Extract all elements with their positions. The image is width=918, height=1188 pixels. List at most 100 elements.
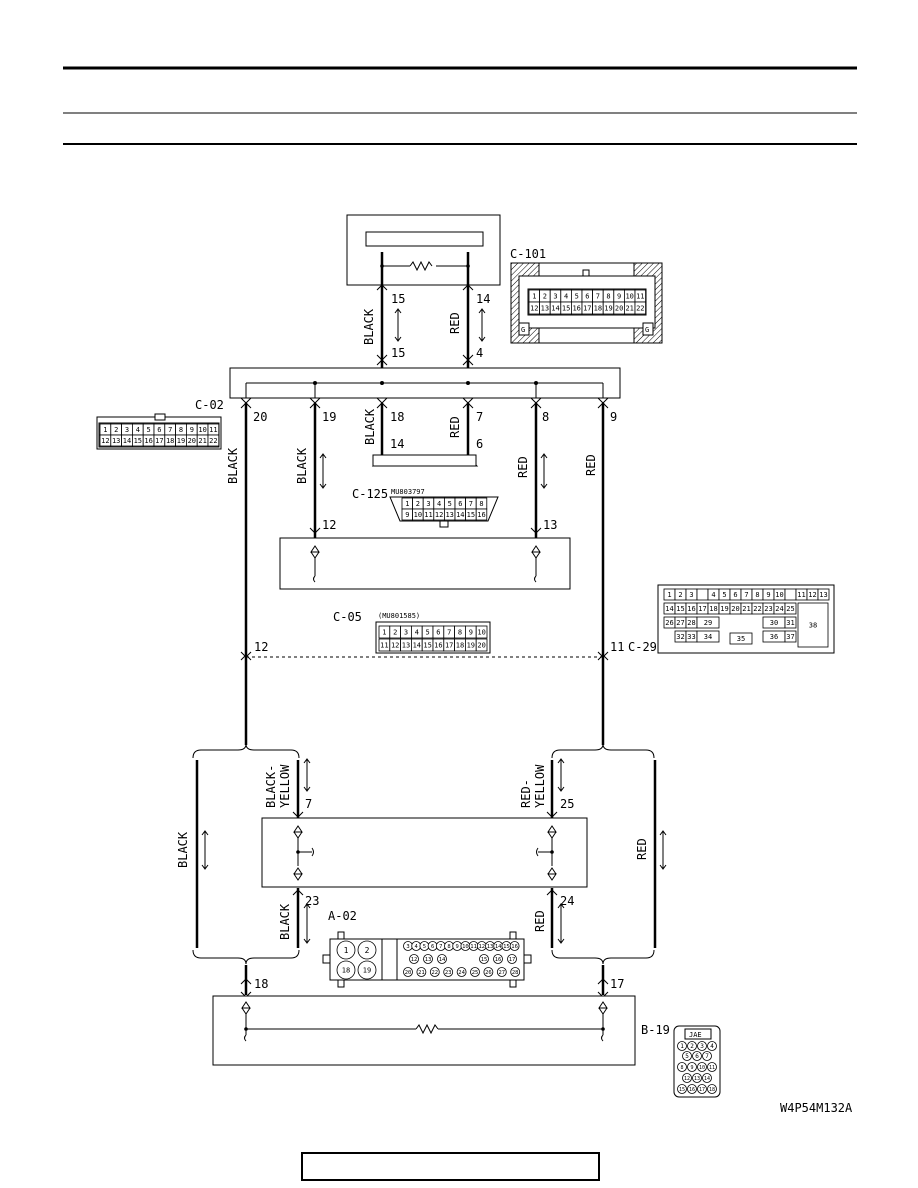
svg-text:9: 9 xyxy=(617,292,621,300)
pin-label: 15 xyxy=(391,346,405,360)
connector-label: A-02 xyxy=(328,909,357,923)
svg-text:10: 10 xyxy=(477,628,485,636)
svg-text:3: 3 xyxy=(689,591,693,599)
middle-component xyxy=(279,537,571,590)
svg-text:8: 8 xyxy=(479,500,483,508)
pin-label: 18 xyxy=(390,410,404,424)
svg-text:2: 2 xyxy=(114,426,118,434)
svg-text:10: 10 xyxy=(198,426,206,434)
footer-box xyxy=(301,1152,600,1181)
c125-wires xyxy=(371,403,479,467)
wire-color-red: RED xyxy=(635,838,649,860)
svg-text:35: 35 xyxy=(737,635,745,643)
svg-text:18: 18 xyxy=(709,605,717,613)
wire-color-black-yellow: BLACK- xyxy=(264,765,278,808)
svg-text:15: 15 xyxy=(423,641,431,649)
svg-text:G: G xyxy=(645,326,649,334)
svg-text:36: 36 xyxy=(770,633,778,641)
wire-color-black: BLACK xyxy=(176,831,190,868)
top-component xyxy=(346,214,501,286)
svg-text:14: 14 xyxy=(704,1076,710,1082)
wire-color-red: RED xyxy=(448,312,462,334)
svg-text:12: 12 xyxy=(391,641,399,649)
svg-text:19: 19 xyxy=(177,437,185,445)
svg-text:16: 16 xyxy=(495,957,502,963)
pin-label: 25 xyxy=(560,797,574,811)
pin-label: 6 xyxy=(476,437,483,451)
pin-label: 14 xyxy=(476,292,490,306)
svg-text:1: 1 xyxy=(382,628,386,636)
svg-text:13: 13 xyxy=(445,511,453,519)
svg-text:21: 21 xyxy=(625,304,633,312)
svg-text:4: 4 xyxy=(711,591,715,599)
svg-text:7: 7 xyxy=(439,944,442,950)
svg-text:11: 11 xyxy=(470,944,477,950)
wire-color-part: YELLOW xyxy=(533,764,547,808)
svg-text:28: 28 xyxy=(687,619,695,627)
svg-text:28: 28 xyxy=(512,970,519,976)
wire-color-part: YELLOW xyxy=(278,764,292,808)
svg-text:25: 25 xyxy=(472,970,479,976)
svg-text:4: 4 xyxy=(710,1043,714,1050)
svg-text:2: 2 xyxy=(416,500,420,508)
svg-text:18: 18 xyxy=(342,966,350,974)
svg-text:13: 13 xyxy=(425,957,432,963)
svg-text:9: 9 xyxy=(405,511,409,519)
svg-text:17: 17 xyxy=(509,957,516,963)
svg-text:27: 27 xyxy=(498,970,505,976)
svg-text:12: 12 xyxy=(435,511,443,519)
svg-text:1: 1 xyxy=(667,591,671,599)
svg-text:1: 1 xyxy=(344,946,349,955)
figure-id: W4P54M132A xyxy=(780,1101,853,1115)
svg-text:9: 9 xyxy=(456,944,459,950)
svg-text:20: 20 xyxy=(731,605,739,613)
page-header xyxy=(63,66,857,145)
svg-text:6: 6 xyxy=(431,944,434,950)
svg-text:11: 11 xyxy=(209,426,217,434)
svg-text:12: 12 xyxy=(530,304,538,312)
svg-text:10: 10 xyxy=(414,511,422,519)
pin-label: 18 xyxy=(254,977,268,991)
svg-text:18: 18 xyxy=(709,1087,715,1093)
svg-text:13: 13 xyxy=(112,437,120,445)
pin-label: 11 xyxy=(610,640,624,654)
pin-label: 23 xyxy=(305,894,319,908)
svg-text:7: 7 xyxy=(469,500,473,508)
long-wires xyxy=(240,403,609,745)
wire-color-black: BLACK xyxy=(226,447,240,484)
svg-text:26: 26 xyxy=(665,619,673,627)
svg-text:22: 22 xyxy=(636,304,644,312)
svg-text:20: 20 xyxy=(405,970,412,976)
svg-text:10: 10 xyxy=(462,944,469,950)
wire-color-black: BLACK xyxy=(278,903,292,940)
svg-text:19: 19 xyxy=(604,304,612,312)
svg-text:2: 2 xyxy=(393,628,397,636)
svg-text:22: 22 xyxy=(753,605,761,613)
svg-text:17: 17 xyxy=(699,1087,705,1093)
svg-text:14: 14 xyxy=(456,511,464,519)
svg-text:17: 17 xyxy=(698,605,706,613)
svg-text:7: 7 xyxy=(744,591,748,599)
svg-text:15: 15 xyxy=(467,511,475,519)
pin-label: 15 xyxy=(391,292,405,306)
svg-text:2: 2 xyxy=(365,946,370,955)
svg-text:15: 15 xyxy=(481,957,488,963)
svg-text:1: 1 xyxy=(680,1043,684,1050)
c02-pin-arrows xyxy=(240,397,609,409)
wire-color-red: RED xyxy=(533,910,547,932)
svg-text:9: 9 xyxy=(690,1065,693,1071)
svg-text:6: 6 xyxy=(458,500,462,508)
connector-label: C-29 xyxy=(628,640,657,654)
svg-text:12: 12 xyxy=(808,591,816,599)
svg-text:2: 2 xyxy=(543,292,547,300)
svg-text:7: 7 xyxy=(705,1053,709,1060)
svg-text:20: 20 xyxy=(188,437,196,445)
svg-text:12: 12 xyxy=(478,944,485,950)
svg-text:6: 6 xyxy=(733,591,737,599)
svg-text:13: 13 xyxy=(819,591,827,599)
svg-text:8: 8 xyxy=(447,944,450,950)
svg-text:18: 18 xyxy=(594,304,602,312)
